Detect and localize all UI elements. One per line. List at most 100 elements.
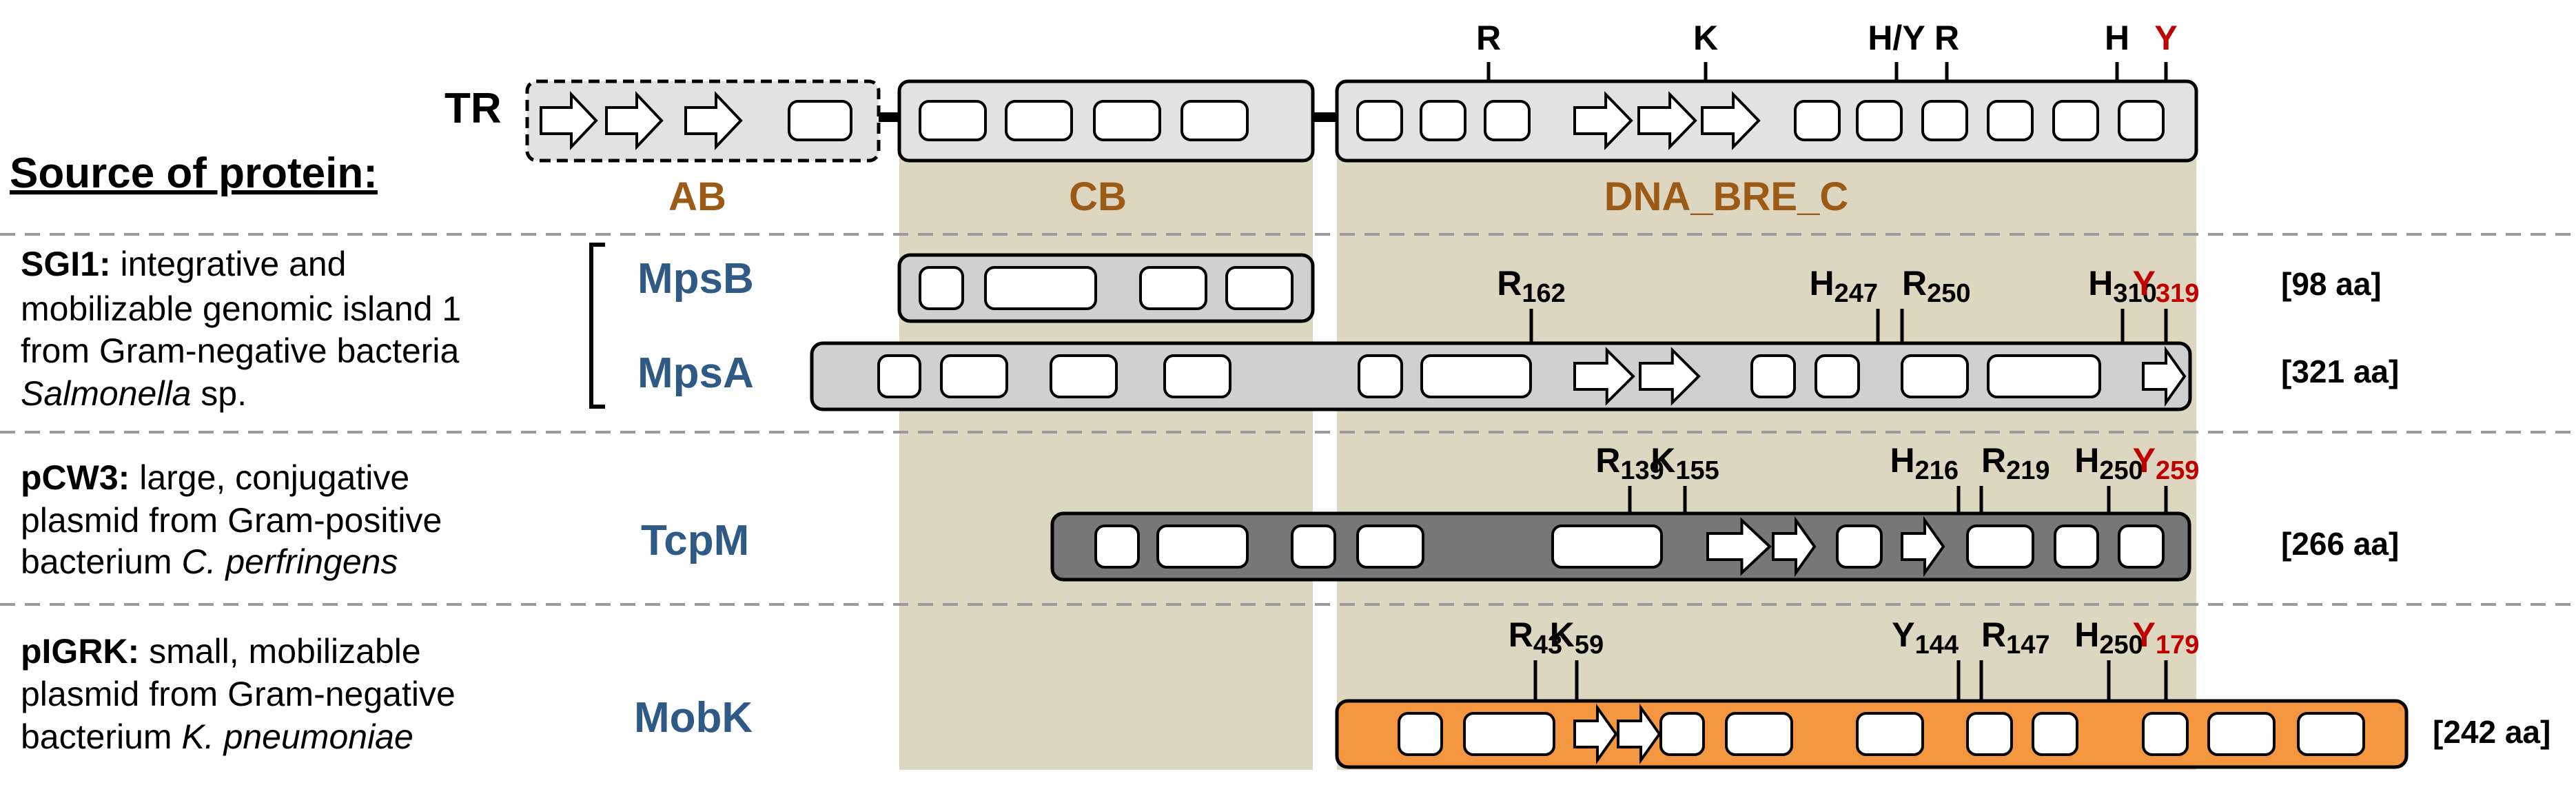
rounded-box-glyph [1794,100,1841,141]
rounded-box-glyph [1484,100,1531,141]
length-tcpm: [266 aa] [2281,526,2399,562]
rounded-box-glyph [877,354,921,398]
rounded-box-glyph [1987,354,2101,398]
rounded-box-glyph [1291,524,1336,569]
residue-label: H247 [1809,264,1878,308]
rounded-box-glyph [1725,712,1793,756]
residue-label: H250 [2074,615,2143,660]
rounded-box-glyph [1358,354,1403,398]
residue-label: R219 [1981,441,2050,485]
arrow-glyph [1573,347,1635,406]
svg-text:from Gram-negative bacteria: from Gram-negative bacteria [21,332,460,370]
protein-name-mpsa: MpsA [637,349,754,397]
dna-bre-c-shade [1337,159,2196,770]
rounded-box-glyph [2052,100,2099,141]
rounded-box-glyph [984,266,1097,310]
residue-label: K155 [1650,441,1719,485]
residue-label: R147 [1981,615,2050,660]
residue-label: Y319 [2133,264,2200,308]
residue-label: R162 [1497,264,1566,308]
svg-text:pCW3: large, conjugative: pCW3: large, conjugative [21,458,409,497]
source-pigrk: pIGRK: small, mobilizable plasmid from G… [21,632,456,756]
rounded-box-glyph [1094,524,1140,569]
arrow-glyph [1772,516,1817,578]
arrow-glyph [1901,516,1945,578]
protein-name-tcpm: TcpM [641,517,749,564]
rounded-box-glyph [1156,524,1249,569]
tr-glyphs [540,90,2165,151]
rounded-box-glyph [1966,712,2013,756]
arrow-glyph [540,90,598,151]
svg-text:pIGRK: small, mobilizable: pIGRK: small, mobilizable [21,632,421,671]
rounded-box-glyph [2054,524,2099,569]
template-residue-label: H/Y [1868,19,1925,57]
rounded-box-glyph [1225,266,1294,310]
rounded-box-glyph [1356,100,1403,141]
rounded-box-glyph [1901,354,1969,398]
length-mobk: [242 aa] [2433,714,2551,750]
svg-text:bacterium C. perfringens: bacterium C. perfringens [21,542,398,581]
rounded-box-glyph [919,100,987,141]
rounded-box-glyph [1398,712,1443,756]
rounded-box-glyph [1180,100,1249,141]
rounded-box-glyph [1921,100,1968,141]
residue-label: R250 [1902,264,1971,308]
cb-shade [899,159,1313,770]
arrow-glyph [1706,517,1772,576]
residue-label: H250 [2074,441,2143,485]
arrow-glyph [1617,703,1662,765]
rounded-box-glyph [1163,354,1231,398]
svg-text:plasmid from Gram-positive: plasmid from Gram-positive [21,501,442,540]
dna-bre-c-domain [1335,79,2198,163]
rounded-box-glyph [2142,712,2189,756]
template-residue-label: H [2105,19,2129,57]
residue-label: H310 [2088,264,2157,308]
rounded-box-glyph [1966,524,2034,569]
rounded-box-glyph [1420,354,1532,398]
svg-text:bacterium K. pneumoniae: bacterium K. pneumoniae [21,717,413,756]
residue-label: R43 [1509,615,1562,660]
rounded-box-glyph [1139,266,1207,310]
svg-text:mobilizable genomic island 1: mobilizable genomic island 1 [21,289,461,328]
template-name: TR [444,85,502,132]
rounded-box-glyph [1856,712,1924,756]
protein-glyphs [877,266,2365,765]
source-pcw3: pCW3: large, conjugative plasmid from Gr… [21,458,442,581]
length-mpsa: [321 aa] [2281,354,2399,389]
template-residue-label: Y [2154,19,2177,57]
rounded-box-glyph [1005,100,1073,141]
domain-label-cb: CB [1069,174,1127,219]
domain-label-dna-bre-c: DNA_BRE_C [1604,174,1849,219]
rounded-box-glyph [2118,100,2165,141]
bracket [589,243,605,409]
rounded-box-glyph [2297,712,2365,756]
rounded-box-glyph [1356,524,1424,569]
rounded-box-glyph [1093,100,1161,141]
arrow-glyph [2142,345,2187,407]
svg-text:SGI1: integrative and: SGI1: integrative and [21,245,347,283]
template-residue-label: K [1693,19,1718,57]
arrow-glyph [605,90,664,151]
arrow-glyph [1573,703,1618,765]
template-residue-label: R [1476,19,1501,57]
rounded-box-glyph [1463,712,1555,756]
residue-label: H216 [1890,441,1959,485]
arrow-glyph [1637,91,1697,150]
residue-label: Y259 [2133,441,2200,485]
rounded-box-glyph [1836,524,1883,569]
rounded-box-glyph [2207,712,2276,756]
rounded-box-glyph [788,100,852,141]
rounded-box-glyph [1050,354,1118,398]
residue-label: Y179 [2133,615,2200,660]
rounded-box-glyph [1815,354,1860,398]
svg-text:Salmonella sp.: Salmonella sp. [21,374,247,413]
domain-label-ab: AB [668,174,726,219]
source-sgi1: SGI1: integrative and mobilizable genomi… [21,245,461,413]
rounded-box-glyph [1659,712,1705,756]
residue-label: Y144 [1892,615,1959,660]
source-heading: Source of protein: [10,150,378,197]
template-residue-label: R [1934,19,1959,57]
